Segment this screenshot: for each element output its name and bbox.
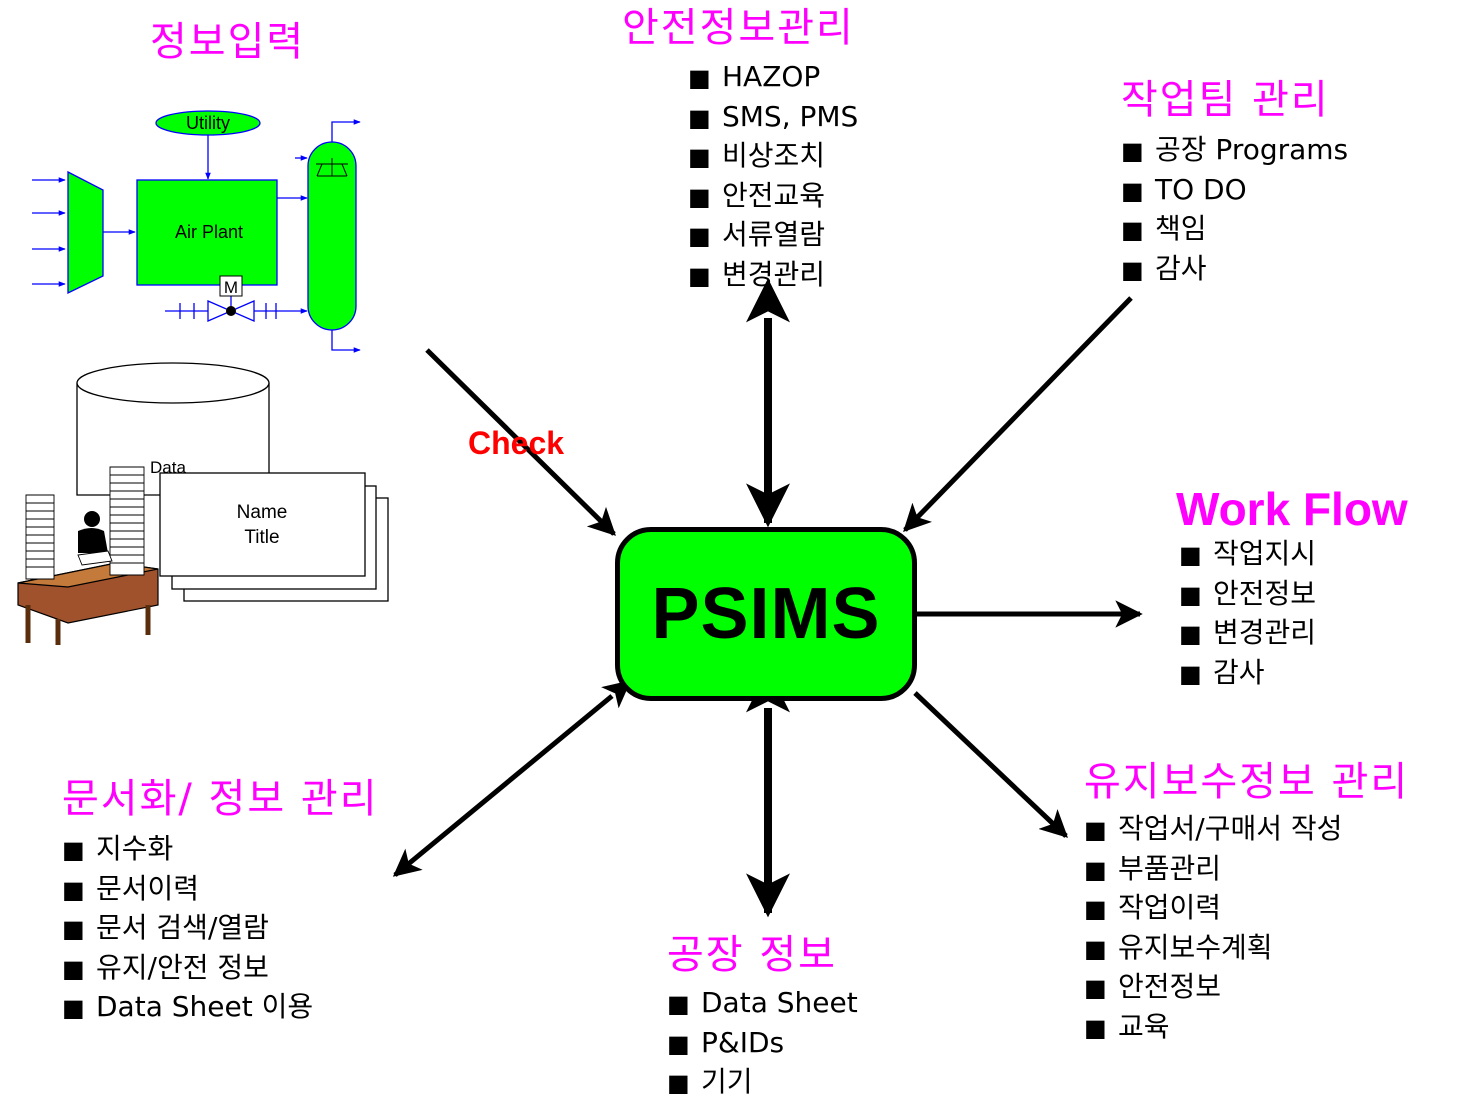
list-item: Data Sheet 이용: [62, 988, 313, 1028]
doc-mgmt-heading: 문서화/ 정보 관리: [62, 776, 379, 822]
plant-info-heading: 공장 정보: [667, 932, 837, 978]
list-item: 유지/안전 정보: [62, 949, 313, 989]
safety-info-heading: 안전정보관리: [622, 5, 855, 51]
list-item: 서류열람: [688, 216, 858, 256]
desk-clerk-icon: [17, 466, 159, 645]
maintenance-list: 작업서/구매서 작성 부품관리 작업이력 유지보수계획 안전정보 교육: [1084, 810, 1342, 1047]
list-item: 변경관리: [1179, 614, 1316, 654]
compressor-shape: [67, 170, 104, 295]
database-clipart: Data Name Title: [17, 362, 389, 645]
psims-center-box: PSIMS: [615, 527, 917, 701]
info-input-heading: 정보입력: [150, 19, 306, 65]
database-cylinder-top: [76, 362, 270, 404]
list-item: 작업이력: [1084, 889, 1342, 929]
workflow-list: 작업지시 안전정보 변경관리 감사: [1179, 535, 1316, 693]
arrow-maintenance: [913, 691, 1068, 838]
list-item: 유지보수계획: [1084, 929, 1342, 969]
psims-label: PSIMS: [651, 574, 881, 654]
utility-label: Utility: [186, 113, 230, 133]
plant-info-list: Data Sheet P&IDs 기기: [667, 984, 858, 1103]
list-item: 문서 검색/열람: [62, 909, 313, 949]
list-item: 책임: [1121, 210, 1348, 250]
list-item: 감사: [1179, 654, 1316, 694]
check-label: Check: [468, 425, 565, 461]
list-item: 공장 Programs: [1121, 131, 1348, 171]
list-item: 부품관리: [1084, 850, 1342, 890]
list-item: 작업지시: [1179, 535, 1316, 575]
plant-process-diagram: Utility Air Plant M: [32, 110, 361, 353]
card-title-label: Title: [244, 527, 279, 548]
list-item: P&IDs: [667, 1024, 858, 1064]
list-item: 기기: [667, 1063, 858, 1103]
air-plant-box: [136, 179, 278, 286]
list-item: 감사: [1121, 250, 1348, 290]
list-item: 변경관리: [688, 256, 858, 296]
maintenance-heading: 유지보수정보 관리: [1084, 759, 1410, 805]
card-name-label: Name: [237, 502, 288, 523]
data-label: Data: [150, 458, 186, 477]
inlet-lines: [32, 177, 66, 287]
air-plant-label: Air Plant: [175, 222, 243, 242]
list-item: TO DO: [1121, 171, 1348, 211]
safety-info-list: HAZOP SMS, PMS 비상조치 안전교육 서류열람 변경관리: [688, 58, 858, 295]
list-item: 비상조치: [688, 137, 858, 177]
list-item: 안전정보: [1084, 968, 1342, 1008]
workflow-heading: Work Flow: [1176, 483, 1408, 535]
team-mgmt-heading: 작업팀 관리: [1121, 77, 1330, 123]
list-item: 안전교육: [688, 177, 858, 217]
valve-icon: [179, 296, 277, 322]
column-nozzle-icon: [316, 158, 348, 177]
motor-label: M: [224, 278, 238, 297]
list-item: 작업서/구매서 작성: [1084, 810, 1342, 850]
list-item: 지수화: [62, 830, 313, 870]
list-item: 교육: [1084, 1008, 1342, 1048]
list-item: HAZOP: [688, 58, 858, 98]
arrow-team-mgmt: [903, 296, 1133, 532]
arrow-info-input: [425, 348, 616, 536]
list-item: Data Sheet: [667, 984, 858, 1024]
team-mgmt-list: 공장 Programs TO DO 책임 감사: [1121, 131, 1348, 289]
list-item: 안전정보: [1179, 575, 1316, 615]
motor-box: [219, 275, 243, 297]
arrow-doc-mgmt: [392, 680, 632, 877]
list-item: SMS, PMS: [688, 98, 858, 138]
doc-mgmt-list: 지수화 문서이력 문서 검색/열람 유지/안전 정보 Data Sheet 이용: [62, 830, 313, 1028]
list-item: 문서이력: [62, 870, 313, 910]
record-card: [159, 472, 366, 577]
